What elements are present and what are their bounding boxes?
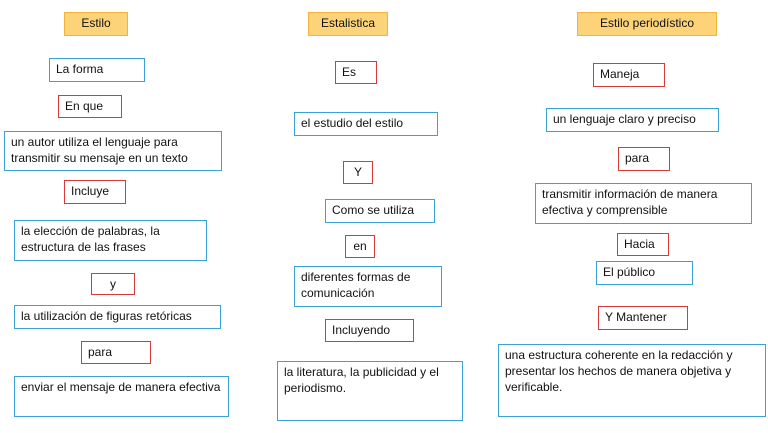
- connector-y-mantener: Y Mantener: [598, 306, 688, 330]
- connector-hacia: Hacia: [617, 233, 669, 256]
- connector-maneja: Maneja: [593, 63, 665, 87]
- node-formas-comunicacion: diferentes formas de comunicación: [294, 266, 442, 307]
- connector-en: en: [345, 235, 375, 258]
- node-estudio-estilo: el estudio del estilo: [294, 112, 438, 136]
- node-transmitir-informacion: transmitir información de manera efectiv…: [535, 183, 752, 224]
- connector-y-col2: Y: [343, 161, 373, 184]
- connector-para: para: [81, 341, 151, 364]
- node-lenguaje-claro: un lenguaje claro y preciso: [546, 108, 719, 132]
- connector-para-col3: para: [618, 147, 670, 171]
- node-enviar-mensaje: enviar el mensaje de manera efectiva: [14, 376, 229, 417]
- node-literatura-publicidad: la literatura, la publicidad y el period…: [277, 361, 463, 421]
- node-figuras-retoricas: la utilización de figuras retóricas: [14, 305, 221, 329]
- title-estilo-periodistico: Estilo periodístico: [577, 12, 717, 36]
- node-como-se-utiliza: Como se utiliza: [325, 199, 435, 223]
- connector-es: Es: [335, 61, 377, 84]
- title-estalistica: Estalistica: [308, 12, 388, 36]
- title-estilo: Estilo: [64, 12, 128, 36]
- connector-y: y: [91, 273, 135, 295]
- connector-en-que: En que: [58, 95, 122, 118]
- node-la-forma: La forma: [49, 58, 145, 82]
- node-eleccion-palabras: la elección de palabras, la estructura d…: [14, 220, 207, 261]
- node-autor-utiliza-lenguaje: un autor utiliza el lenguaje para transm…: [4, 131, 222, 171]
- connector-incluye: Incluye: [64, 180, 126, 204]
- node-el-publico: El público: [596, 261, 693, 285]
- connector-incluyendo: Incluyendo: [325, 319, 414, 342]
- node-estructura-coherente: una estructura coherente en la redacción…: [498, 344, 766, 417]
